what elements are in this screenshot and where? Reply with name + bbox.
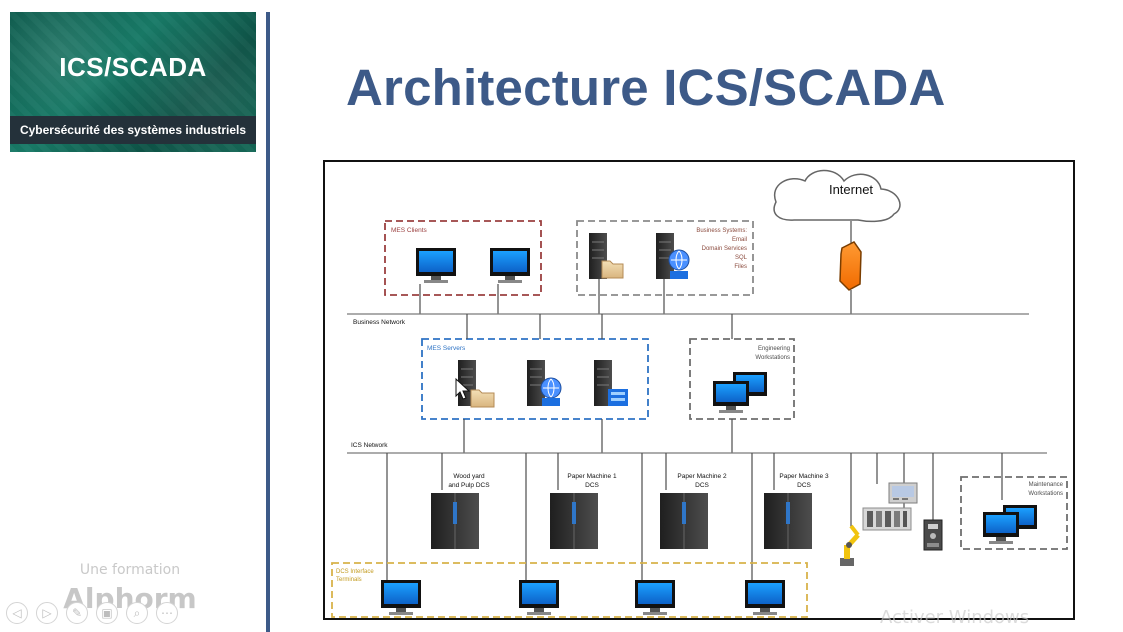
- mes-clients-label: MES Clients: [391, 227, 428, 234]
- internet-label: Internet: [829, 182, 873, 197]
- maintenance-label-line1: Maintenance: [1029, 482, 1064, 488]
- engineering-monitor-front-icon: [713, 381, 749, 413]
- engineering-label-line2: Workstations: [755, 355, 790, 361]
- business-email-label: Email: [732, 237, 747, 243]
- business-domain-label: Domain Services: [702, 246, 747, 252]
- chevron-right-icon[interactable]: ▷: [36, 602, 58, 624]
- maintenance-label-line2: Workstations: [1028, 491, 1063, 497]
- business-links: [419, 279, 665, 314]
- paper1-label-line1: Paper Machine 1: [567, 473, 617, 480]
- paper3-label-line1: Paper Machine 3: [779, 473, 829, 480]
- slide-controls: ◁ ▷ ✎ ▣ ⌕ ⋯: [6, 600, 196, 626]
- robot-arm-icon: [840, 524, 860, 566]
- dcs-vertical-links: [386, 453, 1003, 590]
- paper-machine-2-dcs: Paper Machine 2 DCS: [660, 473, 727, 549]
- dcs-terminal-1-monitor-icon: [381, 580, 421, 615]
- chevron-left-icon[interactable]: ◁: [6, 602, 28, 624]
- business-server-folder-icon: [589, 233, 624, 279]
- paper2-label-line1: Paper Machine 2: [677, 473, 727, 480]
- mes-server-2-globe-icon: [527, 360, 562, 406]
- middle-links: [463, 314, 733, 453]
- wood-yard-dcs: Wood yard and Pulp DCS: [431, 473, 490, 549]
- slide-title: Architecture ICS/SCADA: [346, 59, 946, 116]
- wood-yard-label-line2: and Pulp DCS: [448, 482, 490, 489]
- mes-client-2-monitor-icon: [490, 248, 530, 283]
- architecture-diagram: Internet MES Clients: [323, 160, 1075, 620]
- dcs-terminal-4-monitor-icon: [745, 580, 785, 615]
- dcs-interface-label-line1: DCS Interface: [336, 569, 374, 575]
- engineering-label-line1: Engineering: [758, 346, 790, 352]
- paper-machine-3-dcs: Paper Machine 3 DCS: [764, 473, 829, 549]
- business-systems-group: Business Systems: Email Domain Services …: [576, 220, 754, 296]
- maintenance-workstations-group: Maintenance Workstations: [960, 476, 1068, 550]
- dcs-interface-label-line2: Terminals: [336, 577, 362, 583]
- maintenance-monitor-front-icon: [983, 512, 1019, 544]
- brand-subtitle: Cybersécurité des systèmes industriels: [19, 123, 247, 137]
- business-sql-label: SQL: [735, 255, 748, 261]
- firewall: [839, 221, 862, 314]
- internet-cloud: Internet: [773, 169, 901, 223]
- paper2-label-line2: DCS: [695, 482, 709, 489]
- paper-machine-1-dcs: Paper Machine 1 DCS: [550, 473, 617, 549]
- dcs-terminal-2-monitor-icon: [519, 580, 559, 615]
- business-network-line: Business Network: [347, 313, 1029, 326]
- vertical-divider: [266, 12, 270, 632]
- left-panel: ICS/SCADA Cybersécurité des systèmes ind…: [0, 0, 266, 632]
- wood-yard-label-line1: Wood yard: [453, 473, 485, 480]
- slides-icon[interactable]: ▣: [96, 602, 118, 624]
- more-icon[interactable]: ⋯: [156, 602, 178, 624]
- mes-client-1-monitor-icon: [416, 248, 456, 283]
- engineering-workstations-group: Engineering Workstations: [689, 338, 795, 420]
- mes-clients-group: MES Clients: [384, 220, 542, 296]
- pointer-cursor-icon: [455, 377, 471, 400]
- hmi-panel-icon: [888, 482, 918, 504]
- zoom-icon[interactable]: ⌕: [126, 602, 148, 624]
- brand-subtitle-bar: Cybersécurité des systèmes industriels: [10, 116, 256, 144]
- mes-server-3-database-icon: [594, 360, 628, 406]
- dcs-terminal-3-monitor-icon: [635, 580, 675, 615]
- mes-servers-group: MES Servers: [421, 338, 649, 420]
- brand-title: ICS/SCADA: [59, 52, 207, 82]
- ics-network-label: ICS Network: [351, 442, 388, 449]
- architecture-svg: Internet MES Clients: [323, 160, 1075, 620]
- footer-small-text: Une formation: [79, 562, 181, 578]
- business-systems-title: Business Systems:: [696, 228, 747, 234]
- paper1-label-line2: DCS: [585, 482, 599, 489]
- activation-watermark: Activer Windows: [880, 607, 1030, 628]
- brand-card: ICS/SCADA Cybersécurité des systèmes ind…: [10, 12, 256, 152]
- industrial-devices: [840, 482, 943, 566]
- controller-device-icon: [923, 519, 943, 551]
- ics-network-line: ICS Network: [347, 442, 1047, 454]
- business-network-label: Business Network: [353, 319, 406, 326]
- business-files-label: Files: [734, 264, 747, 270]
- paper3-label-line2: DCS: [797, 482, 811, 489]
- business-server-globe-icon: [656, 233, 690, 279]
- pen-icon[interactable]: ✎: [66, 602, 88, 624]
- dcs-interface-terminals-group: DCS Interface Terminals: [331, 562, 808, 618]
- plc-rack-icon: [862, 507, 912, 531]
- mes-servers-label: MES Servers: [427, 345, 466, 352]
